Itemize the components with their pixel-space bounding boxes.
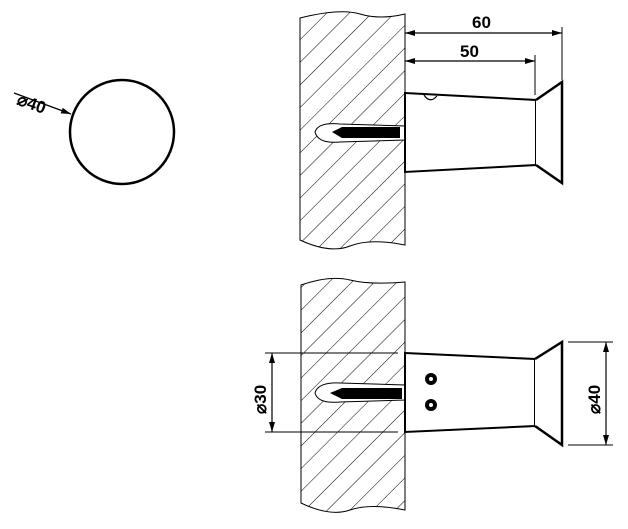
hook-face-circle [68,78,176,186]
front-diameter-label: ⌀40 [15,90,49,118]
depth-body-label: 50 [460,42,479,61]
depth-total-label: 60 [472,13,491,32]
screw [330,388,402,399]
screw [332,127,400,138]
set-screw [423,94,438,101]
base-diameter-label: ⌀30 [251,385,270,414]
side-view: 60 50 [299,11,564,250]
bottom-view: ⌀30 ⌀40 [251,277,613,513]
hook-flange [535,79,564,186]
hook-body [404,351,536,434]
head-diameter-label: ⌀40 [585,385,604,414]
diameter-leader [13,92,72,115]
hook-body [404,91,537,174]
front-view: ⌀40 [13,78,176,186]
hook-flange [534,339,564,448]
